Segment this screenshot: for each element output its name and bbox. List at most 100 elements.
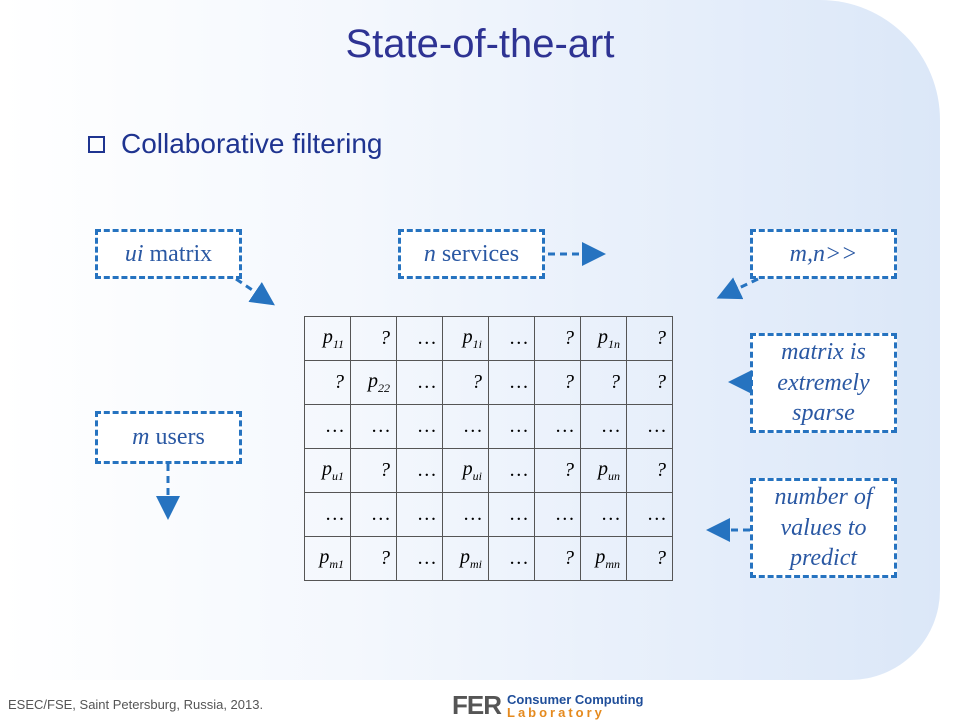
matrix-cell-symbol: ? (656, 459, 666, 481)
matrix-row: …………………… (304, 492, 673, 537)
matrix-cell: … (396, 404, 443, 449)
matrix-cell-symbol: ? (564, 371, 574, 393)
matrix-cell-symbol: ? (610, 371, 620, 393)
matrix-cell-symbol: p (322, 457, 332, 480)
matrix-cell-symbol: ? (564, 327, 574, 349)
matrix-cell-symbol: … (418, 415, 436, 437)
matrix-cell-index: ui (472, 468, 482, 483)
matrix-cell-symbol: ? (656, 547, 666, 569)
matrix-cell-symbol: … (464, 415, 482, 437)
callout-mn-text: m,n>> (789, 240, 858, 267)
matrix-cell-index: 11 (332, 336, 344, 351)
matrix-cell: … (396, 316, 443, 361)
matrix-cell: ? (350, 536, 397, 581)
matrix-cell: … (488, 360, 535, 405)
matrix-cell: … (488, 316, 535, 361)
matrix-cell: … (304, 404, 351, 449)
matrix-cell: … (442, 404, 489, 449)
matrix-cell: ? (626, 360, 673, 405)
matrix-cell-symbol: ? (564, 547, 574, 569)
matrix-cell-symbol: … (464, 503, 482, 525)
matrix-cell-index: 22 (378, 380, 390, 395)
matrix-cell: … (396, 536, 443, 581)
matrix-cell-symbol: … (418, 371, 436, 393)
matrix-cell-symbol: ? (380, 327, 390, 349)
matrix-cell-symbol: p (322, 325, 333, 348)
matrix-cell-index: 1i (472, 336, 482, 351)
matrix-cell: ? (534, 536, 581, 581)
matrix-cell: ? (580, 360, 627, 405)
matrix-cell: … (534, 492, 581, 537)
matrix-cell: ? (350, 316, 397, 361)
matrix-cell: … (396, 448, 443, 493)
matrix-cell-symbol: p (598, 325, 608, 348)
callout-predict: number of values to predict (750, 478, 897, 578)
callout-predict-line: predict (789, 545, 858, 572)
matrix-cell-symbol: … (556, 503, 574, 525)
matrix-cell-symbol: … (602, 415, 620, 437)
matrix-cell: p11 (304, 316, 351, 361)
matrix-cell-symbol: … (648, 415, 666, 437)
callout-n-services: n services (398, 229, 545, 279)
matrix-cell-index: mn (605, 556, 620, 571)
bullet-item: Collaborative filtering (88, 128, 382, 160)
logo-mark: FER (452, 690, 502, 720)
matrix-cell-symbol: … (510, 459, 528, 481)
matrix-cell: ? (304, 360, 351, 405)
matrix-cell-symbol: … (648, 503, 666, 525)
matrix-row: p11?…p1i…?p1n? (304, 316, 673, 361)
matrix-cell: ? (350, 448, 397, 493)
matrix-cell: … (350, 404, 397, 449)
callout-sparse-line: extremely (777, 369, 870, 396)
matrix-cell-symbol: ? (334, 371, 344, 393)
matrix-cell-symbol: ? (380, 547, 390, 569)
callout-sparse: matrix is extremely sparse (750, 333, 897, 433)
matrix-cell-symbol: p (462, 457, 473, 480)
callout-ui-text: matrix (143, 240, 213, 267)
matrix-cell: … (580, 492, 627, 537)
matrix-cell: … (442, 492, 489, 537)
callout-sparse-line: sparse (792, 400, 855, 427)
matrix-cell-index: 1n (608, 336, 620, 351)
matrix-cell-symbol: p (319, 545, 330, 568)
matrix-cell: … (350, 492, 397, 537)
matrix-row: pm1?…pmi…?pmn? (304, 536, 673, 581)
matrix-cell-symbol: ? (472, 371, 482, 393)
matrix-cell: pu1 (304, 448, 351, 493)
logo-line1: Consumer Computing (507, 691, 644, 707)
matrix-cell: pun (580, 448, 627, 493)
callout-n-text: services (435, 240, 520, 267)
matrix-row: pu1?…pui…?pun? (304, 448, 673, 493)
matrix-cell-symbol: … (326, 415, 344, 437)
checkbox-bullet-icon (88, 135, 105, 153)
matrix-cell: pui (442, 448, 489, 493)
matrix-cell: … (488, 448, 535, 493)
callout-predict-line: number of (774, 483, 873, 510)
matrix-cell: p1i (442, 316, 489, 361)
matrix-cell-symbol: p (462, 325, 473, 348)
matrix-cell-symbol: p (460, 545, 470, 568)
callout-predict-line: values to (780, 514, 867, 541)
arrow-mn (716, 277, 759, 300)
arrow-ui-matrix (235, 277, 275, 306)
matrix-cell-index: m1 (329, 556, 344, 571)
matrix-cell: … (534, 404, 581, 449)
matrix-cell: pm1 (304, 536, 351, 581)
matrix-cell-symbol: … (326, 503, 344, 525)
logo-line2: Laboratory (507, 704, 605, 720)
callout-ui-matrix: ui matrix (95, 229, 242, 279)
matrix-cell: pmi (442, 536, 489, 581)
matrix-cell-symbol: ? (564, 459, 574, 481)
matrix-cell: … (488, 492, 535, 537)
matrix-cell: ? (442, 360, 489, 405)
matrix-cell: … (488, 404, 535, 449)
matrix-row: ? p22 …? …??? (304, 360, 673, 405)
matrix-cell-index: un (608, 468, 620, 483)
matrix-cell-index: u1 (332, 468, 344, 483)
matrix-cell: … (488, 536, 535, 581)
callout-m-var: m (132, 424, 150, 451)
matrix-cell: ? (534, 316, 581, 361)
matrix-cell-symbol: … (602, 503, 620, 525)
callout-n-var: n (423, 240, 436, 267)
matrix-cell-symbol: p (368, 369, 378, 392)
